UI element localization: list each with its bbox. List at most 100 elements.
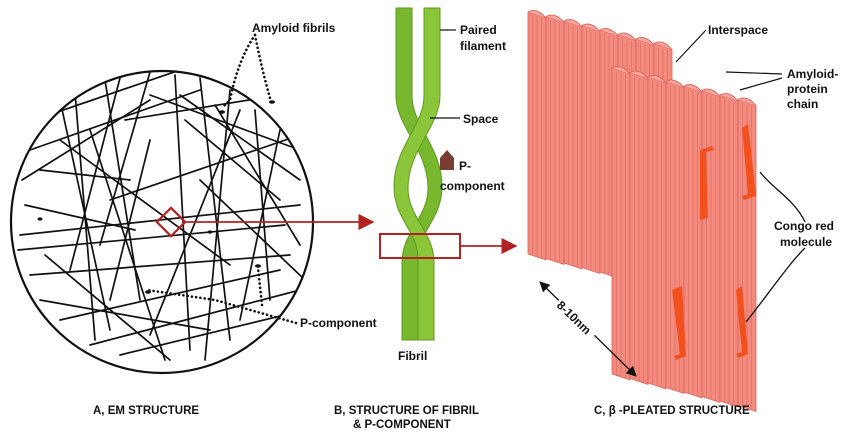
amyloid-fibril-line	[174, 74, 191, 351]
beta-sheet-edge	[617, 32, 637, 41]
chain-leader-1	[725, 71, 783, 75]
beta-sheet-edge	[581, 23, 601, 32]
chain-label-2: protein	[787, 82, 828, 96]
pcomponent-mark	[255, 264, 261, 268]
em-structure-panel: Amyloid fibrils P-component A, EM STRUCT…	[9, 21, 377, 417]
amyloid-fibril-line	[39, 71, 216, 119]
amyloid-fibril-line	[59, 139, 231, 266]
beta-sheet-edge	[647, 75, 667, 84]
selection-box	[155, 206, 187, 238]
congo-leader-2	[745, 247, 806, 323]
amyloid-fibril-line	[109, 139, 151, 301]
congo-red-molecule	[672, 286, 686, 360]
pcomponent-label-b-1: P-	[459, 159, 471, 173]
beta-sheet	[719, 93, 739, 408]
amyloid-fibril-line	[99, 71, 151, 246]
pcomponent-mark	[37, 217, 43, 221]
beta-sheet-edge	[737, 97, 757, 106]
fibril-label: Fibril	[398, 349, 427, 363]
beta-sheet	[629, 70, 649, 386]
beta-sheet	[701, 88, 721, 404]
beta-sheet-edge	[545, 14, 565, 23]
beta-sheet-edge	[683, 84, 703, 93]
beta-sheet-stack	[527, 10, 757, 413]
beta-sheet-edge	[665, 79, 685, 88]
amyloid-fibril-line	[254, 109, 271, 301]
beta-sheet	[563, 19, 583, 270]
interspace-label: Interspace	[708, 23, 768, 37]
congo-red-molecules	[672, 124, 756, 360]
fibrils-leader-line	[220, 33, 257, 110]
amyloid-fibril-line	[204, 89, 231, 361]
amyloid-fibril-line	[44, 254, 171, 361]
space-label: Space	[463, 112, 499, 126]
congo-red-molecule	[700, 146, 714, 220]
beta-sheet-edge	[611, 66, 631, 75]
beta-sheet	[683, 84, 703, 399]
amyloid-fibril-line	[89, 129, 166, 361]
amyloid-fibril-line	[119, 309, 306, 356]
amyloid-fibril-line	[214, 104, 301, 246]
beta-sheet	[611, 66, 631, 381]
pcomponent-mark	[269, 100, 275, 104]
amyloid-fibril-line	[109, 134, 301, 201]
beta-sheet	[647, 75, 667, 390]
amyloid-fibril-line	[74, 91, 96, 341]
paired-filament-label-2: filament	[460, 39, 506, 53]
pcomponent-mark	[145, 290, 151, 294]
fibrils-leader-line-2	[253, 33, 272, 100]
pcomponent-mark	[219, 110, 225, 114]
beta-sheet	[527, 10, 547, 261]
pcomponent-leader-line	[145, 288, 298, 325]
amyloid-fibril-line	[184, 119, 281, 201]
amyloid-fibril-line	[59, 269, 281, 321]
beta-sheet-edge	[599, 28, 619, 37]
congo-leader-1	[759, 171, 806, 223]
beta-sheet	[545, 14, 565, 266]
amyloid-fibril-line	[21, 99, 151, 181]
amyloid-fibril-line	[17, 224, 286, 251]
beta-sheet-edge	[653, 41, 673, 50]
pcomponent-mark	[207, 230, 213, 234]
amyloid-fibril-line	[179, 94, 301, 181]
caption-c: C, β -PLEATED STRUCTURE	[594, 405, 750, 417]
chain-leader-2	[739, 77, 783, 91]
paired-filament-label-1: Paired	[460, 23, 497, 37]
beta-sheet-edge	[719, 93, 739, 102]
beta-sheet-edge	[629, 70, 649, 79]
pcomponent-label-b-2: component	[440, 179, 505, 193]
beta-sheet-edge	[701, 88, 721, 97]
pcomponent-label-a: P-component	[300, 316, 377, 330]
caption-b-2: & P-COMPONENT	[353, 419, 451, 431]
beta-sheet	[581, 23, 601, 275]
beta-sheet-edge	[527, 10, 547, 19]
beta-sheet-edge	[563, 19, 583, 28]
congo-red-molecule	[736, 286, 748, 358]
chain-label-1: Amyloid-	[787, 67, 838, 81]
beta-sheet-edge	[635, 37, 655, 46]
amyloid-fibril-line	[24, 204, 136, 231]
size-label: 8-10nm	[554, 298, 594, 337]
pcomponent-shape	[440, 150, 454, 170]
amyloid-fibril-line	[89, 289, 301, 346]
amyloid-fibril-line	[29, 89, 201, 151]
amyloid-fibrils-label: Amyloid fibrils	[252, 21, 336, 35]
fibril-structure-panel: Paired filament Space P- component Fibri…	[334, 7, 506, 431]
amyloid-fibril-line	[29, 254, 291, 276]
caption-b-1: B, STRUCTURE OF FIBRIL	[334, 405, 479, 417]
amyloid-fibril-line	[39, 299, 211, 331]
congo-label-1: Congo red	[774, 219, 834, 233]
amyloid-fibril-lines	[17, 71, 306, 361]
beta-pleated-panel: 8-10nm Interspace Amyloid- protein chain…	[527, 10, 838, 417]
interspace-leader	[675, 29, 707, 63]
congo-label-2: molecule	[780, 235, 832, 249]
amyloid-fibril-line	[199, 77, 231, 341]
caption-a: A, EM STRUCTURE	[93, 405, 199, 417]
amyloid-fibril-line	[39, 169, 131, 181]
amyloid-fibril-line	[199, 179, 306, 281]
amyloid-fibril-line	[69, 77, 121, 271]
size-label-group: 8-10nm	[551, 295, 599, 343]
pcomponent-leader-line-2	[256, 266, 264, 307]
chain-label-3: chain	[787, 97, 818, 111]
